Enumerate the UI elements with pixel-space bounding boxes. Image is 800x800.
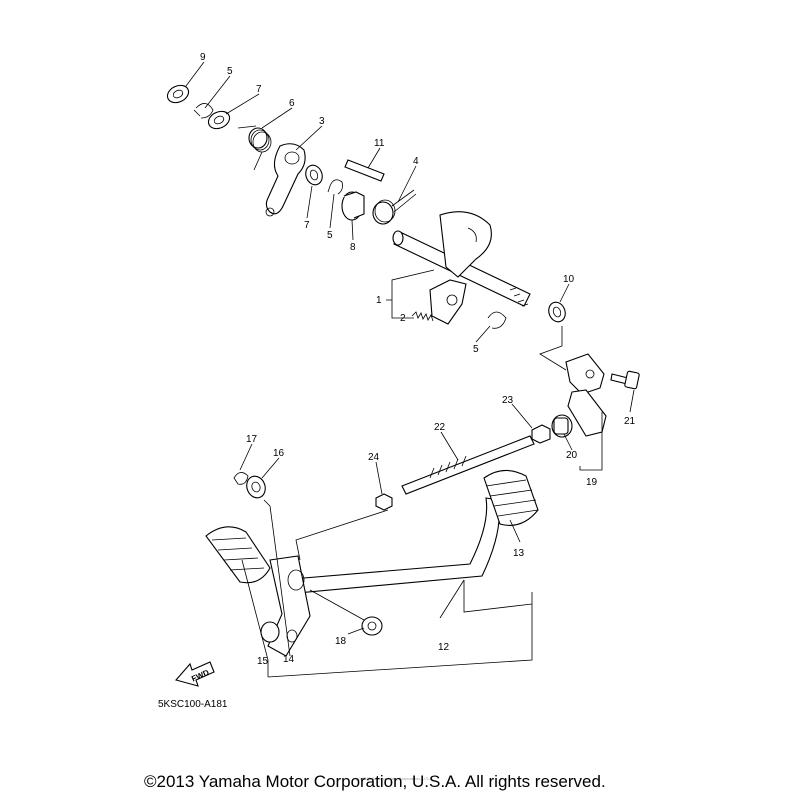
callout-13: 13 [513,548,525,559]
callout-18: 18 [335,636,347,647]
part-24-nut [375,493,393,511]
callout-7: 7 [256,84,262,95]
callout-19: 19 [586,477,598,488]
callout-3: 3 [319,116,325,127]
callout-24: 24 [368,452,380,463]
callout-7-mid: 7 [304,220,310,231]
part-15-rubber-front [205,526,280,643]
callout-5-mid: 5 [327,230,333,241]
part-10-washer [548,301,566,323]
copyright-footer: ©2013 Yamaha Motor Corporation, U.S.A. A… [144,772,606,791]
part-4-return-spring [372,189,417,225]
callout-16: 16 [273,448,285,459]
part-20-rod-end [551,414,573,438]
part-5-circlip-lower [487,311,507,329]
part-3-shift-arm [265,143,306,217]
part-2-spring [411,311,434,322]
callout-15: 15 [257,656,269,667]
callout-22: 22 [434,422,446,433]
part-17-circlip [233,472,249,485]
part-21-bolt [610,370,640,390]
callout-12: 12 [438,642,450,653]
fwd-arrow-icon: FWD [175,661,215,687]
callout-2: 2 [400,313,406,324]
part-12-shift-pedal [267,497,500,657]
part-19-shift-arm-assy [565,353,607,437]
part-8-collar [341,191,365,221]
diagram-part-code: 5KSC100-A181 [158,699,228,710]
callout-23: 23 [502,395,514,406]
callout-labels: 9 5 7 6 3 11 4 7 5 8 10 1 2 5 21 23 22 2… [200,52,636,667]
callout-11: 11 [374,138,385,149]
part-16-washer [246,475,266,499]
part-11-pin [344,159,385,182]
callout-20: 20 [566,450,578,461]
part-1-shift-shaft [392,211,531,325]
part-9-washer [166,84,190,104]
callout-8: 8 [350,242,356,253]
part-23-nut [531,424,551,444]
callout-6: 6 [289,98,295,109]
part-7-washer-upper [207,110,231,130]
callout-21: 21 [624,416,636,427]
callout-5-lower: 5 [473,344,479,355]
callout-4: 4 [413,156,419,167]
part-22-shift-rod [401,435,535,495]
part-5-circlip-mid [327,179,343,195]
callout-9: 9 [200,52,206,63]
watermark: (c) 2013 Yamaha Motor Corporation, U.S.A… [356,776,433,781]
callout-10: 10 [563,274,575,285]
part-6-torsion-spring [237,125,272,171]
part-13-rubber-rear [483,469,539,526]
callout-1: 1 [376,295,382,306]
callout-5: 5 [227,66,233,77]
part-5-circlip-upper [193,103,214,119]
callout-17: 17 [246,434,258,445]
leader-lines [185,61,635,678]
callout-14: 14 [283,654,295,665]
part-18-washer [361,616,383,636]
part-7-washer-mid [305,164,323,186]
